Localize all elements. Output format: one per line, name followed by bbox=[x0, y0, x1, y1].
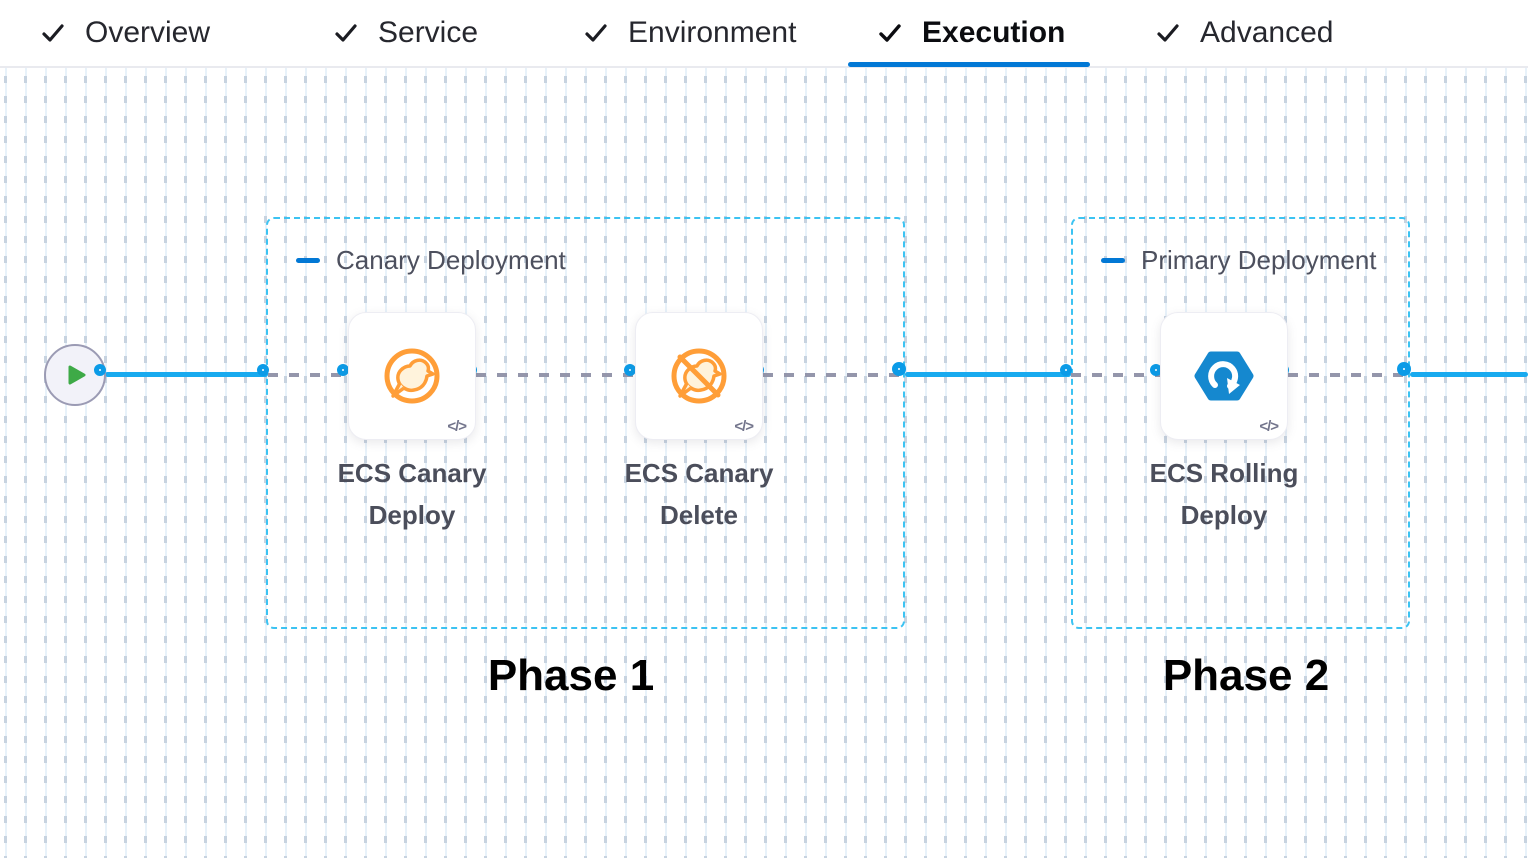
node-port[interactable] bbox=[1397, 362, 1411, 376]
connector-line bbox=[1410, 372, 1528, 377]
stage-group-canary-deployment: Canary Deployment bbox=[266, 217, 905, 629]
canary-delete-icon bbox=[671, 348, 727, 404]
node-port[interactable] bbox=[1060, 364, 1072, 376]
check-icon bbox=[877, 20, 903, 46]
step-name: ECS Canary Delete bbox=[624, 458, 774, 530]
node-port[interactable] bbox=[94, 364, 106, 376]
collapse-group-icon[interactable] bbox=[1101, 258, 1125, 263]
code-icon: </> bbox=[1259, 418, 1279, 435]
node-port[interactable] bbox=[624, 364, 636, 376]
tab-service[interactable]: Service bbox=[333, 0, 478, 66]
tab-label: Overview bbox=[85, 16, 211, 49]
stage-config-tabbar: Overview Service Execution Environment E… bbox=[0, 0, 1528, 68]
pipeline-start-node[interactable] bbox=[44, 344, 106, 406]
collapse-group-icon[interactable] bbox=[296, 258, 320, 263]
node-port[interactable] bbox=[257, 364, 269, 376]
step-card-ecs-rolling-deploy[interactable]: </> bbox=[1160, 312, 1288, 440]
tab-execution[interactable]: Execution bbox=[848, 0, 1090, 67]
connector-dashed-line bbox=[1288, 373, 1410, 377]
tab-label: Execution bbox=[922, 16, 1066, 49]
check-icon bbox=[333, 20, 359, 46]
canary-deploy-icon bbox=[384, 348, 440, 404]
check-icon bbox=[583, 20, 609, 46]
node-port[interactable] bbox=[337, 364, 349, 376]
pipeline-canvas[interactable]: Canary Deployment Primary Deployment bbox=[0, 68, 1528, 858]
code-icon: </> bbox=[447, 418, 467, 435]
tab-label: Service bbox=[378, 16, 479, 49]
group-header: Primary Deployment bbox=[1101, 245, 1377, 276]
step-name: ECS Rolling Deploy bbox=[1149, 458, 1299, 530]
active-tab-underline bbox=[848, 62, 1090, 67]
connector-line bbox=[105, 372, 268, 377]
step-card-ecs-canary-delete[interactable]: </> bbox=[635, 312, 763, 440]
tab-label: Environment bbox=[628, 16, 797, 49]
check-icon bbox=[1155, 20, 1181, 46]
play-icon bbox=[68, 365, 86, 385]
check-icon bbox=[40, 20, 66, 46]
connector-line bbox=[905, 372, 1071, 377]
tab-overview[interactable]: Overview bbox=[40, 0, 210, 66]
group-header: Canary Deployment bbox=[296, 245, 566, 276]
connector-dashed-line bbox=[763, 373, 905, 377]
tab-label: Advanced bbox=[1200, 16, 1334, 49]
group-label: Canary Deployment bbox=[336, 245, 566, 275]
tab-advanced[interactable]: Advanced bbox=[1155, 0, 1333, 66]
stage-group-primary-deployment: Primary Deployment bbox=[1071, 217, 1410, 629]
tab-environment[interactable]: Execution Environment bbox=[583, 0, 796, 66]
step-card-ecs-canary-deploy[interactable]: </> bbox=[348, 312, 476, 440]
connector-dashed-line bbox=[476, 373, 635, 377]
connector-dashed-line bbox=[268, 373, 348, 377]
ecs-rolling-deploy-icon bbox=[1194, 351, 1254, 401]
annotation-phase-2: Phase 2 bbox=[1162, 651, 1330, 700]
step-name: ECS Canary Deploy bbox=[337, 458, 487, 530]
group-label: Primary Deployment bbox=[1141, 245, 1377, 275]
connector-dashed-line bbox=[1071, 373, 1161, 377]
node-port[interactable] bbox=[1150, 364, 1162, 376]
code-icon: </> bbox=[734, 418, 754, 435]
node-port[interactable] bbox=[892, 362, 906, 376]
annotation-phase-1: Phase 1 bbox=[487, 651, 655, 700]
